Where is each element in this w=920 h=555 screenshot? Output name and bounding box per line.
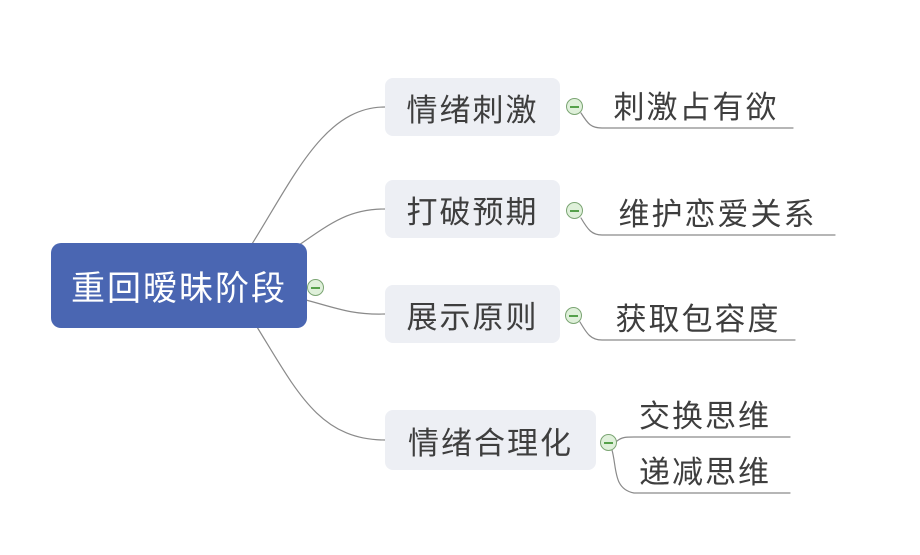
main-topic-3[interactable]: 展示原则 xyxy=(385,285,560,343)
sub-topic-1[interactable]: 刺激占有欲 xyxy=(613,90,779,125)
collapse-minus-icon[interactable] xyxy=(600,434,617,451)
edge-root-to-branch4 xyxy=(256,326,386,441)
sub-topic-5[interactable]: 递减思维 xyxy=(639,455,771,490)
root-topic[interactable]: 重回暧昧阶段 xyxy=(51,243,307,328)
main-topic-4[interactable]: 情绪合理化 xyxy=(385,410,596,470)
main-topic-1[interactable]: 情绪刺激 xyxy=(385,78,560,136)
sub-topic-3[interactable]: 获取包容度 xyxy=(615,302,781,337)
collapse-minus-icon[interactable] xyxy=(307,279,324,296)
collapse-minus-icon[interactable] xyxy=(566,202,583,219)
edge-root-to-branch2 xyxy=(298,208,386,246)
main-topic-2[interactable]: 打破预期 xyxy=(385,180,560,238)
edge-branch3-to-leaf3 xyxy=(579,321,796,341)
sub-topic-2[interactable]: 维护恋爱关系 xyxy=(618,197,817,232)
edge-branch2-to-leaf2 xyxy=(580,217,836,236)
edge-branch4-to-leaf4b xyxy=(611,449,791,494)
edge-root-to-branch1 xyxy=(251,106,386,245)
edge-branch1-to-leaf1 xyxy=(580,112,794,129)
collapse-minus-icon[interactable] xyxy=(566,98,583,115)
edge-root-to-branch3 xyxy=(305,299,386,315)
collapse-minus-icon[interactable] xyxy=(565,307,582,324)
sub-topic-4[interactable]: 交换思维 xyxy=(639,399,771,434)
edge-branch4-to-leaf4a xyxy=(616,436,791,442)
